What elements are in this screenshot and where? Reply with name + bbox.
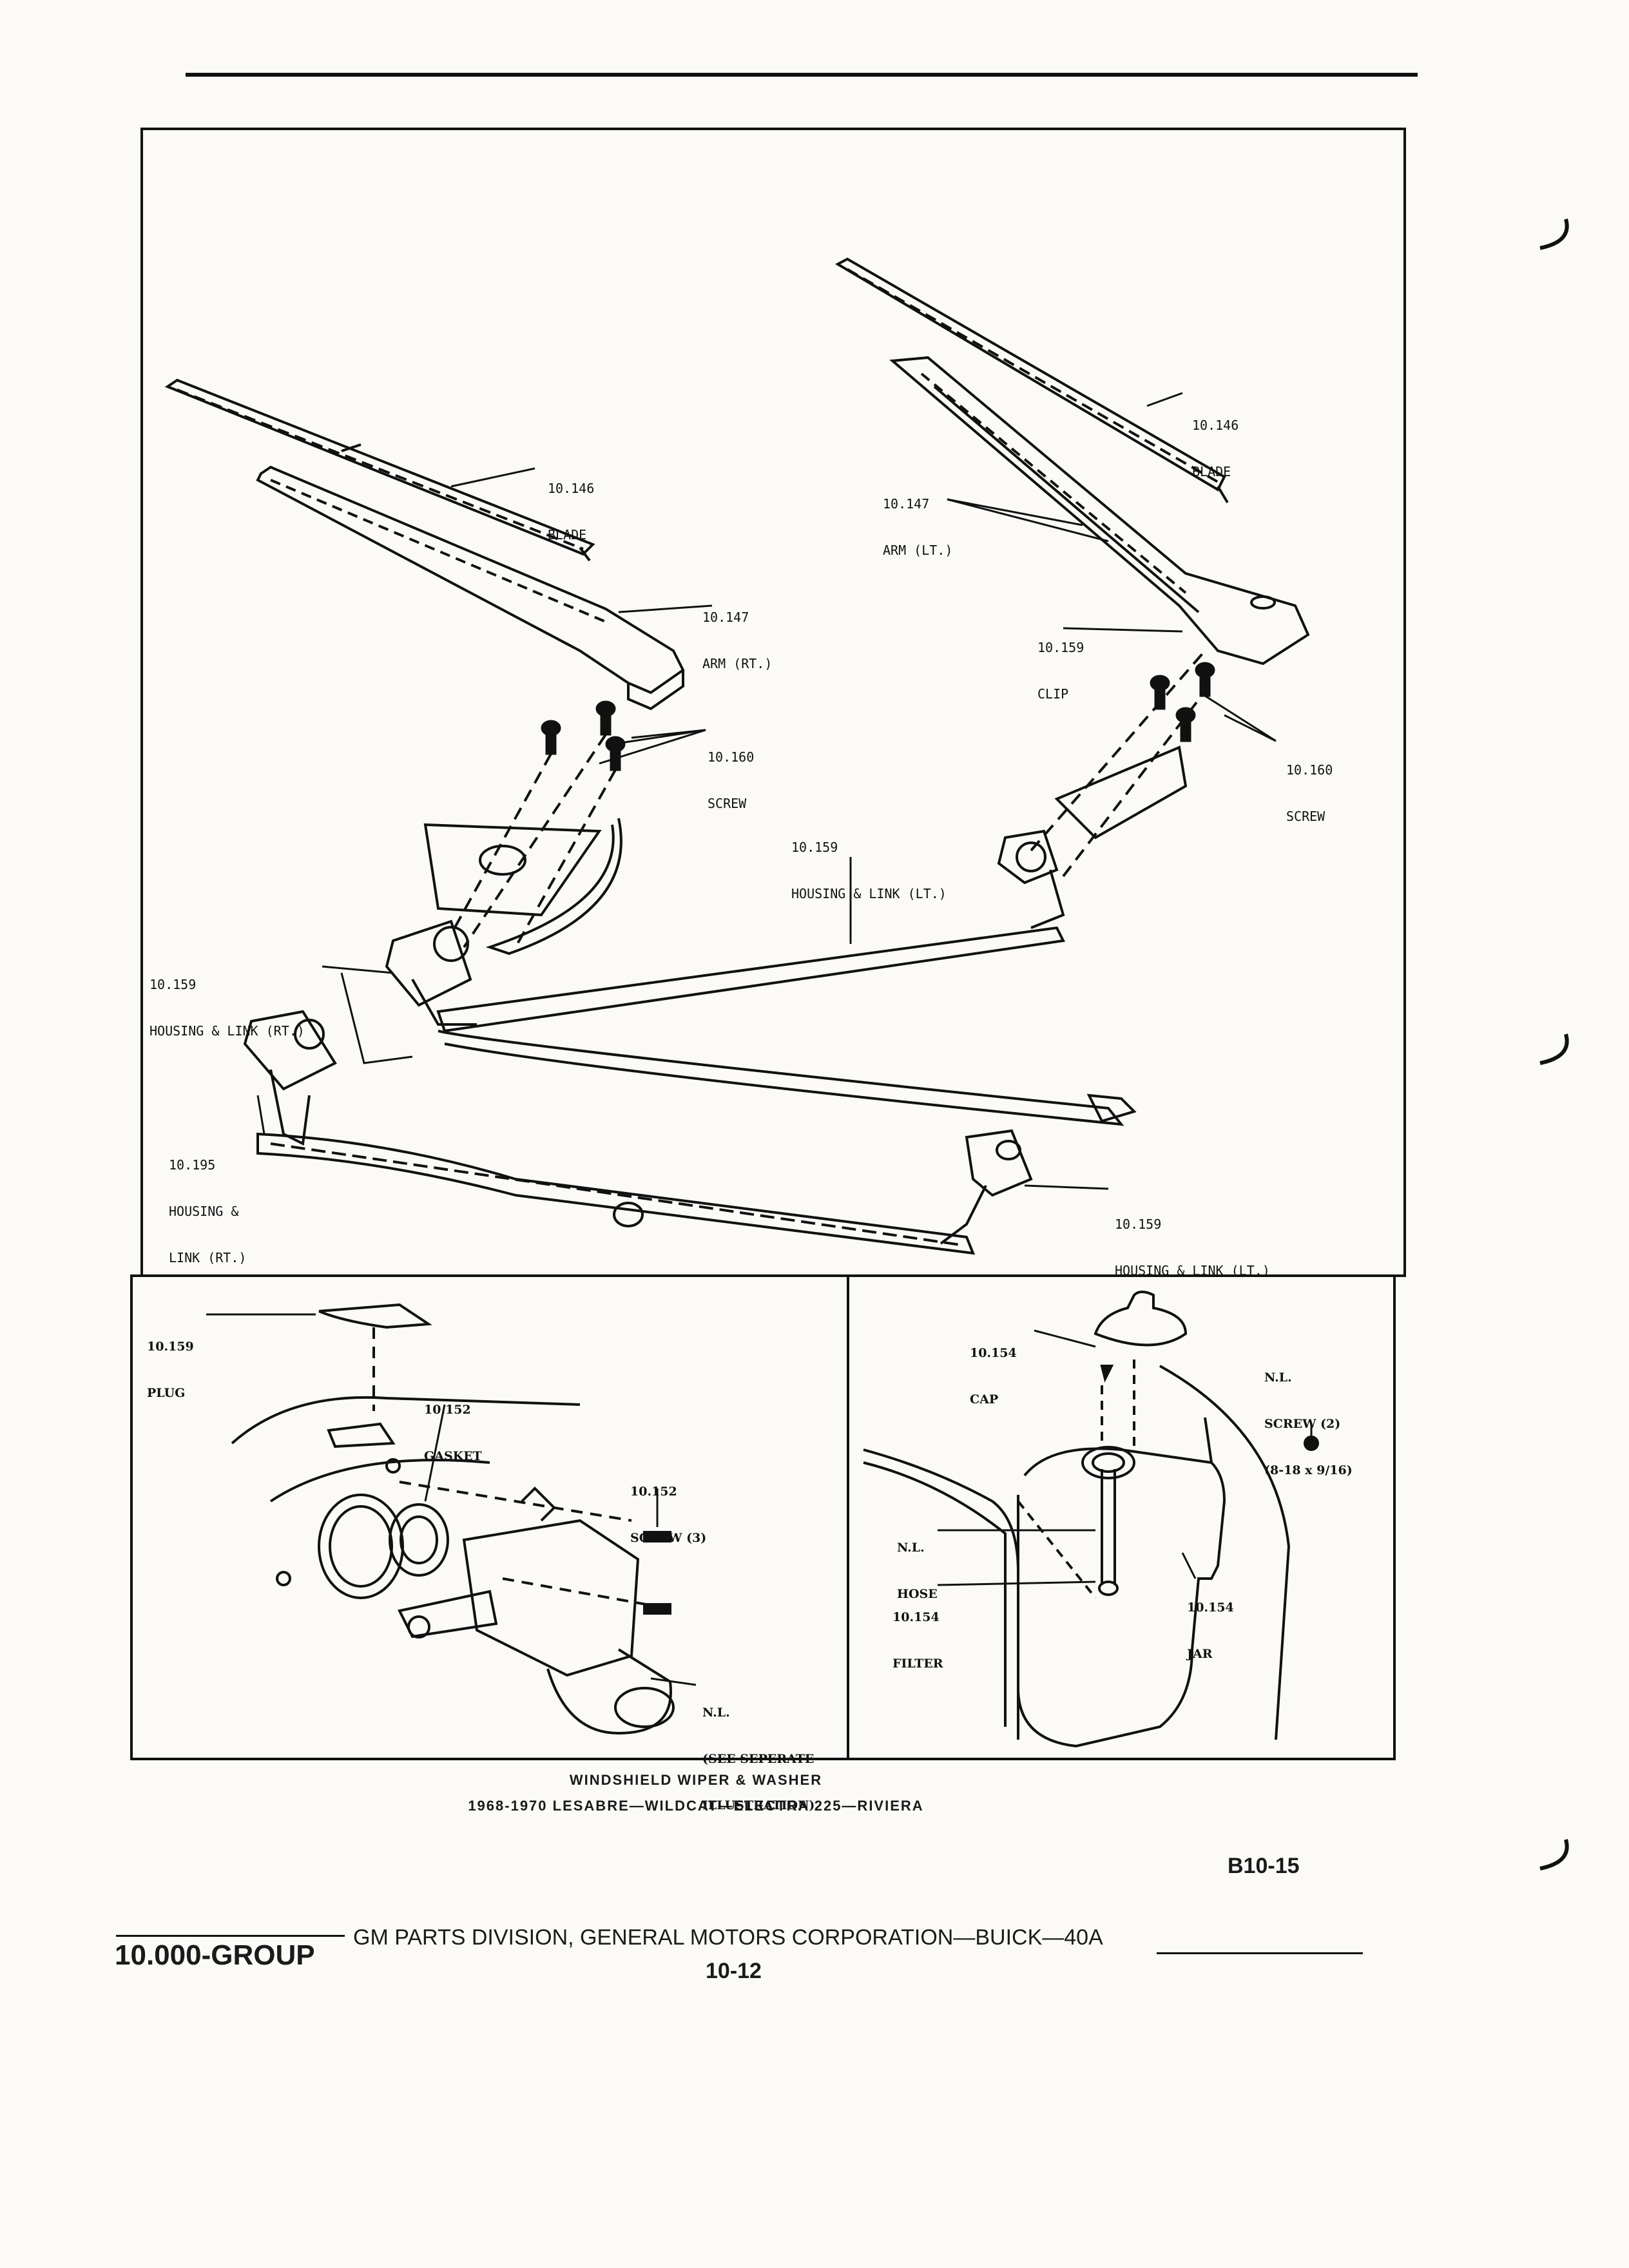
housing-right-upper-drawing [997, 649, 1213, 929]
label-filter: 10.154 FILTER [892, 1579, 943, 1687]
label-blade-left-name: BLADE [548, 527, 587, 543]
label-blade-right-name: BLADE [1192, 464, 1231, 479]
label-blade-right-number: 10.146 [1192, 418, 1239, 433]
label-housing-link-lt-top: 10.159 HOUSING & LINK (LT.) [791, 809, 947, 917]
label-arm-lt-name: ARM (LT.) [883, 543, 953, 558]
label-housing-link-lt-bottom-name: HOUSING & LINK (LT.) [1115, 1263, 1270, 1278]
label-arm-rt: 10.147 ARM (RT.) [702, 579, 772, 687]
label-screw-left-name: SCREW [708, 796, 747, 811]
caption-models: 1968-1970 LESABRE—WILDCAT—ELECTRA 225—RI… [468, 1798, 924, 1814]
footer-rule-right [1157, 1952, 1363, 1954]
label-housing-link-rt: 10.159 HOUSING & LINK (RT.) [149, 946, 305, 1054]
label-nl-screw-name1: SCREW (2) [1264, 1417, 1341, 1431]
label-blade-left: 10.146 BLADE [548, 450, 594, 558]
label-hose-name: HOSE [897, 1587, 938, 1601]
washer-jar-drawing [863, 1291, 1319, 1748]
label-nl-motor-name1: (SEE SEPERATE [702, 1752, 815, 1766]
label-blade-left-number: 10.146 [548, 481, 595, 496]
housing-left-lower-drawing [243, 1010, 337, 1146]
label-jar-name: JAR [1187, 1647, 1213, 1661]
label-housing-link-rt-195-name1: HOUSING & [169, 1204, 239, 1219]
footer-division: GM PARTS DIVISION, GENERAL MOTORS CORPOR… [353, 1925, 1103, 1950]
label-screw-left-number: 10.160 [708, 749, 755, 765]
label-housing-link-rt-195-number: 10.195 [169, 1157, 216, 1173]
label-hose: N.L. HOSE [897, 1509, 938, 1617]
label-cap: 10.154 CAP [970, 1314, 1017, 1423]
caption-title: WINDSHIELD WIPER & WASHER [569, 1772, 823, 1788]
frame [130, 128, 1406, 1760]
label-nl-motor: N.L. (SEE SEPERATE ILLUSTRATION) [702, 1674, 815, 1829]
footer-group: 10.000-GROUP [115, 1939, 315, 1971]
label-hose-number: N.L. [897, 1541, 925, 1555]
blade-right-drawing [834, 257, 1229, 504]
label-blade-right: 10.146 BLADE [1192, 387, 1239, 495]
label-housing-link-rt-name: HOUSING & LINK (RT.) [149, 1023, 305, 1039]
footer-page-number: 10-12 [706, 1959, 762, 1983]
label-clip: 10.159 CLIP [1037, 609, 1084, 717]
label-screw-left: 10.160 SCREW [708, 718, 754, 827]
label-housing-link-lt-top-number: 10.159 [791, 840, 838, 855]
label-clip-name: CLIP [1037, 686, 1069, 702]
label-gasket-number: 10.152 [424, 1403, 471, 1417]
label-nl-motor-number: N.L. [702, 1706, 730, 1720]
label-filter-number: 10.154 [892, 1610, 940, 1624]
label-screw-3: 10.152 SCREW (3) [630, 1453, 706, 1561]
label-gasket: 10.152 GASKET [424, 1371, 482, 1479]
label-nl-screw-name2: (8-18 x 9/16) [1264, 1463, 1353, 1477]
label-plug-name: PLUG [147, 1386, 186, 1400]
label-screw-3-name: SCREW (3) [630, 1531, 707, 1545]
label-screw-3-number: 10.152 [630, 1485, 677, 1499]
label-jar: 10.154 JAR [1187, 1569, 1234, 1677]
label-arm-lt: 10.147 ARM (LT.) [883, 465, 952, 573]
label-plug-number: 10.159 [147, 1340, 194, 1354]
housing-left-drawing [385, 733, 622, 1026]
label-clip-number: 10.159 [1037, 640, 1084, 655]
leader-lines-top [256, 392, 1277, 1190]
label-housing-link-lt-bottom: 10.159 HOUSING & LINK (LT.) [1115, 1186, 1270, 1294]
arm-right-drawing [889, 356, 1310, 666]
leader-lines-bottom-right [937, 1329, 1313, 1586]
label-nl-motor-name2: ILLUSTRATION) [702, 1798, 815, 1812]
label-plug: 10.159 PLUG [147, 1308, 194, 1416]
label-cap-number: 10.154 [970, 1346, 1017, 1360]
label-screw-right-number: 10.160 [1286, 762, 1333, 778]
label-housing-link-rt-number: 10.159 [149, 977, 197, 992]
label-jar-number: 10.154 [1187, 1600, 1234, 1615]
leader-lines-bottom-left [206, 1313, 697, 1686]
label-arm-rt-number: 10.147 [702, 610, 749, 625]
label-gasket-name: GASKET [424, 1449, 482, 1463]
label-housing-link-rt-195-name2: LINK (RT.) [169, 1250, 247, 1265]
arm-left-drawing [256, 465, 685, 711]
label-housing-link-rt-195: 10.195 HOUSING & LINK (RT.) [169, 1126, 246, 1281]
label-housing-link-lt-bottom-number: 10.159 [1115, 1216, 1162, 1232]
label-housing-link-lt-top-name: HOUSING & LINK (LT.) [791, 886, 947, 901]
label-filter-name: FILTER [892, 1657, 943, 1671]
housing-right-lower-drawing [940, 1129, 1033, 1245]
label-screw-right-name: SCREW [1286, 809, 1325, 824]
motor-assembly-drawing [231, 1303, 675, 1735]
label-arm-rt-name: ARM (RT.) [702, 656, 773, 671]
link-rods-drawing [256, 926, 1137, 1255]
label-cap-name: CAP [970, 1392, 999, 1407]
top-rule [186, 73, 1418, 77]
page-code: B10-15 [1228, 1854, 1300, 1878]
label-nl-screw: N.L. SCREW (2) (8-18 x 9/16) [1264, 1339, 1353, 1494]
label-screw-right: 10.160 SCREW [1286, 731, 1333, 840]
screws-left-drawing [541, 700, 626, 771]
footer-rule-left [116, 1935, 345, 1937]
label-nl-screw-number: N.L. [1264, 1370, 1292, 1385]
screws-right-drawing [1150, 662, 1215, 742]
blade-left-drawing [164, 378, 595, 562]
label-arm-lt-number: 10.147 [883, 496, 930, 512]
